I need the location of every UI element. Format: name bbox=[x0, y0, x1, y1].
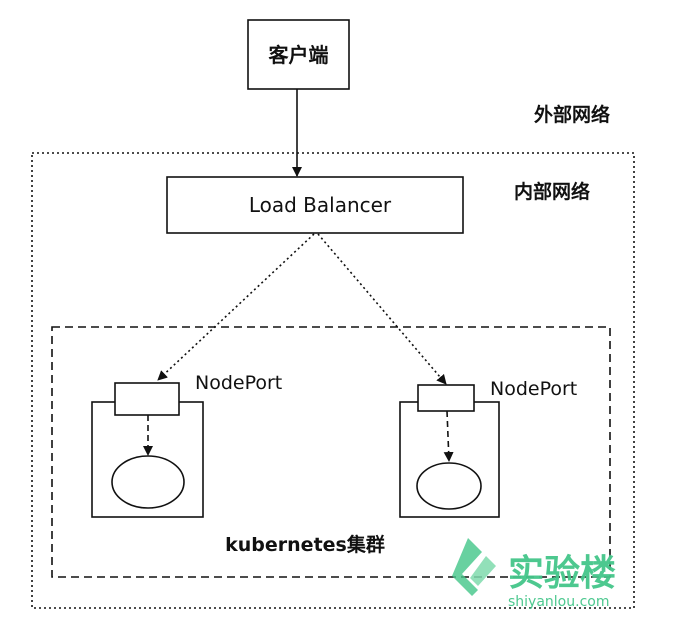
nodeport-left-label: NodePort bbox=[195, 372, 282, 394]
internal-network-region bbox=[31, 152, 635, 609]
nodeport-left-box bbox=[114, 382, 180, 416]
nodeport-right-to-pod-arrow bbox=[443, 410, 454, 462]
watermark-brand-url: shiyanlou.com bbox=[508, 594, 609, 610]
nodeport-right-label: NodePort bbox=[490, 378, 577, 400]
load-balancer-label: Load Balancer bbox=[249, 193, 392, 217]
cluster-label: kubernetes集群 bbox=[225, 533, 385, 556]
pod-left bbox=[111, 455, 185, 509]
lb-to-nodeport-right-arrow bbox=[317, 233, 447, 385]
external-network-label: 外部网络 bbox=[534, 103, 610, 126]
client-box bbox=[247, 19, 350, 90]
watermark-brand-cn: 实验楼 bbox=[508, 553, 616, 594]
nodeport-right-box bbox=[417, 384, 475, 412]
pod-right bbox=[416, 462, 482, 510]
client-label: 客户端 bbox=[268, 43, 329, 67]
internal-network-label: 内部网络 bbox=[514, 180, 590, 203]
kubernetes-cluster-region bbox=[51, 326, 611, 578]
shiyanlou-watermark: 实验楼 shiyanlou.com bbox=[452, 538, 616, 610]
load-balancer-box bbox=[166, 176, 464, 234]
shiyanlou-logo-icon bbox=[452, 538, 496, 596]
lb-to-nodeport-left-arrow bbox=[157, 233, 315, 381]
